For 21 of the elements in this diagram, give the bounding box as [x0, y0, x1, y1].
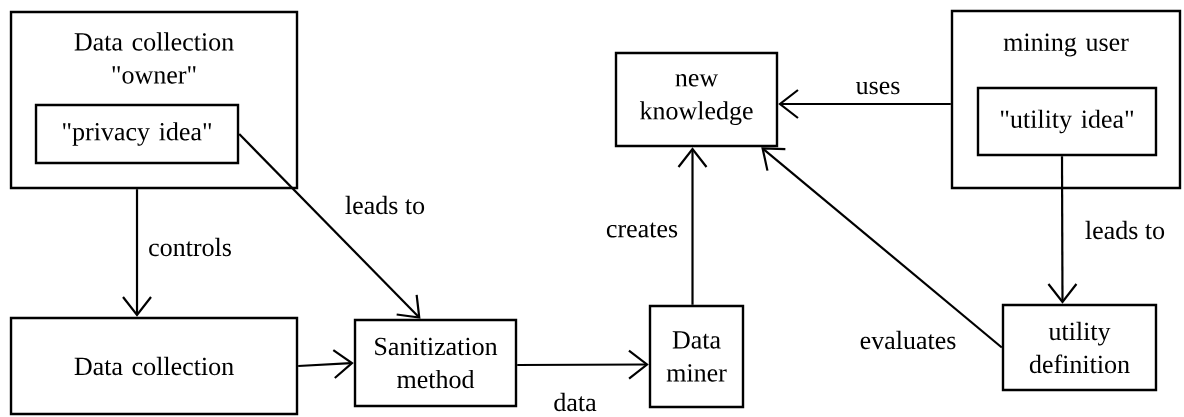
edge-label: leads to	[1085, 220, 1165, 240]
process-box: Data miner	[648, 304, 745, 409]
arrow	[1047, 156, 1078, 304]
arrow	[677, 147, 708, 305]
process-box: Sanitization method	[353, 318, 518, 408]
edge-label: evaluates	[860, 330, 956, 350]
edge-label: leads to	[345, 195, 425, 215]
arrow	[122, 189, 152, 317]
process-box: utility definition	[1001, 303, 1158, 392]
edge-label: creates	[606, 222, 678, 238]
edge-label: uses	[855, 81, 900, 95]
process-box: new knowledge	[614, 51, 779, 148]
arrow	[761, 147, 1003, 349]
edge-label: controls	[149, 237, 231, 257]
arrow	[517, 349, 649, 380]
edge-label: data	[554, 392, 597, 412]
process-box: "privacy idea"	[34, 103, 240, 165]
process-box: Data collection	[9, 316, 299, 416]
arrow	[778, 89, 951, 119]
process-box: "utility idea"	[976, 86, 1158, 157]
arrow	[238, 133, 421, 319]
